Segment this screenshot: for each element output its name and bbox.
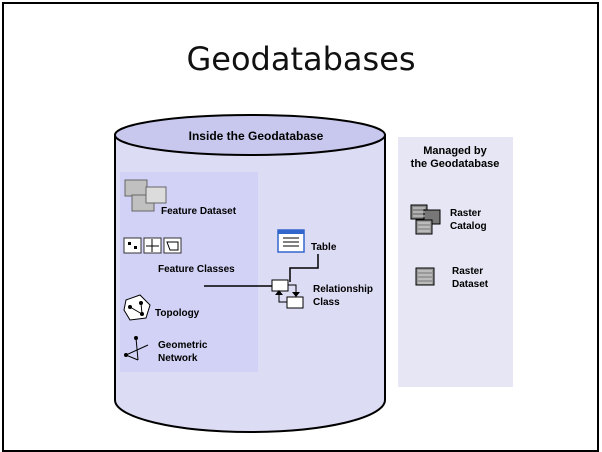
raster-dataset-label-line1: Raster	[452, 266, 483, 277]
managed-heading-line2: the Geodatabase	[411, 158, 500, 170]
feature-classes-label: Feature Classes	[158, 264, 235, 275]
relationship-class-icon	[271, 279, 304, 309]
geometric-network-label-line2: Network	[158, 353, 198, 364]
table-icon	[277, 229, 305, 253]
table-connector	[289, 254, 319, 282]
managed-heading-line1: Managed by	[423, 145, 487, 157]
geometric-network-icon	[124, 336, 149, 361]
table-label: Table	[311, 242, 337, 253]
raster-catalog-label-line1: Raster	[450, 208, 481, 219]
cylinder-label: Inside the Geodatabase	[189, 129, 324, 143]
cylinder-top	[114, 114, 386, 156]
feature-dataset-label: Feature Dataset	[161, 206, 237, 217]
geometric-network-label-line1: Geometric	[158, 340, 208, 351]
feature-dataset-icon	[124, 179, 167, 212]
managed-panel	[398, 137, 513, 387]
topology-icon	[123, 294, 151, 321]
relationship-class-label-line2: Class	[313, 297, 340, 308]
raster-dataset-label-line2: Dataset	[452, 279, 489, 290]
relationship-class-label-line1: Relationship	[313, 284, 373, 295]
feature-classes-icon	[123, 237, 182, 254]
topology-label: Topology	[155, 308, 200, 319]
raster-catalog-icon	[410, 204, 441, 235]
slide-title: Geodatabases	[186, 40, 416, 78]
raster-dataset-icon	[415, 267, 435, 286]
raster-catalog-label-line2: Catalog	[450, 221, 487, 232]
